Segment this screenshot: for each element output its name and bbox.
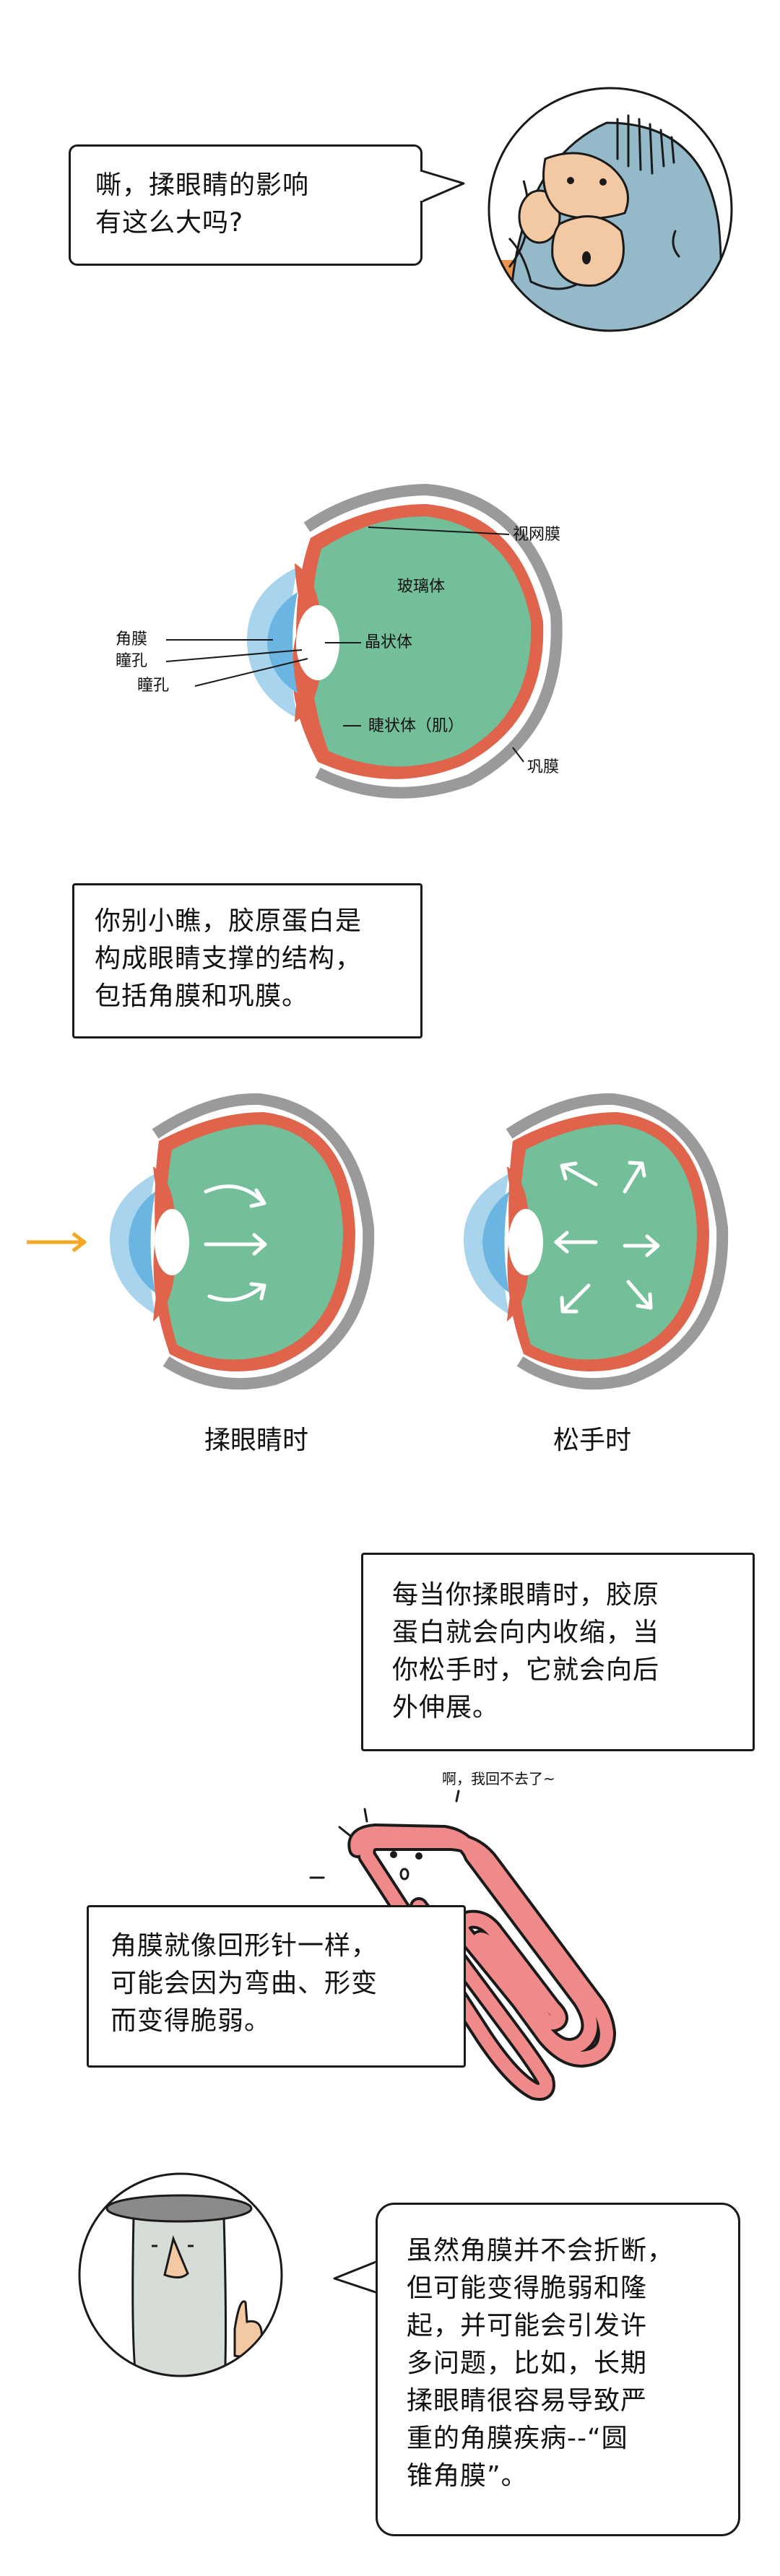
paperclip-text: 角膜就像回形针一样， 可能会因为弯曲、形变 而变得脆弱。 bbox=[110, 1931, 378, 2036]
keratoconus-text: 虽然角膜并不会折断， 但可能变得脆弱和隆 起，并可能会引发许 多问题，比如，长期… bbox=[407, 2236, 675, 2491]
label-lens: 晶状体 bbox=[365, 633, 413, 651]
caption-rubbing: 揉眼睛时 bbox=[204, 1426, 308, 1455]
eye-anatomy-diagram bbox=[165, 483, 563, 799]
speech-tail-2 bbox=[333, 2260, 379, 2294]
text-box-contraction: 每当你揉眼睛时，胶原 蛋白就会向内收缩，当 你松手时，它就会向后 外伸展。 bbox=[361, 1553, 755, 1751]
label-pupil-2: 瞳孔 bbox=[137, 677, 170, 695]
label-ciliary: 睫状体（肌） bbox=[368, 717, 464, 735]
speech-tail-1 bbox=[419, 169, 465, 204]
text-box-collagen: 你别小瞧，胶原蛋白是 构成眼睛支撑的结构， 包括角膜和巩膜。 bbox=[72, 883, 422, 1038]
speech-bubble-keratoconus: 虽然角膜并不会折断， 但可能变得脆弱和隆 起，并可能会引发许 多问题，比如，长期… bbox=[376, 2203, 740, 2536]
label-cornea: 角膜 bbox=[116, 630, 148, 649]
paperclip-speech: 啊，我回不去了~ bbox=[442, 1770, 555, 1787]
lens-shape bbox=[296, 605, 339, 680]
label-retina: 视网膜 bbox=[513, 526, 561, 544]
eye-rubbing bbox=[109, 1093, 375, 1390]
character-doctor-avatar bbox=[78, 2172, 283, 2377]
speech-bubble-1: 嘶，揉眼睛的影响 有这么大吗? bbox=[69, 144, 422, 266]
speech-text-1: 嘶，揉眼睛的影响 有这么大吗? bbox=[95, 170, 310, 238]
eye-released bbox=[463, 1093, 729, 1390]
paperclip-character bbox=[309, 1790, 616, 2101]
caption-released: 松手时 bbox=[552, 1426, 631, 1455]
label-sclera: 巩膜 bbox=[527, 758, 560, 776]
text-box-paperclip: 角膜就像回形针一样， 可能会因为弯曲、形变 而变得脆弱。 bbox=[87, 1905, 466, 2068]
arrow-rubbing-icon bbox=[27, 1232, 87, 1252]
label-pupil-1: 瞳孔 bbox=[116, 652, 148, 670]
contraction-text: 每当你揉眼睛时，胶原 蛋白就会向内收缩，当 你松手时，它就会向后 外伸展。 bbox=[392, 1580, 660, 1722]
sclera-shape bbox=[303, 483, 563, 799]
vitreous-body bbox=[311, 516, 532, 767]
label-vitreous: 玻璃体 bbox=[397, 578, 446, 596]
character-monkey-avatar bbox=[488, 87, 733, 332]
collagen-text: 你别小瞧，胶原蛋白是 构成眼睛支撑的结构， 包括角膜和巩膜。 bbox=[95, 906, 363, 1011]
